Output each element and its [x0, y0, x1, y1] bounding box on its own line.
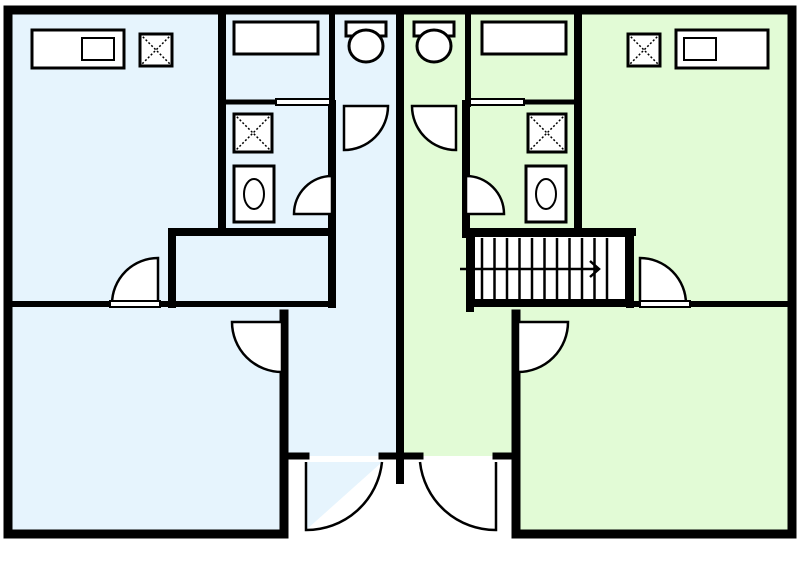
left-entry-door [306, 462, 382, 530]
right-sink-bowl [535, 178, 557, 210]
sink-bowl [243, 178, 265, 210]
right-hall-door [516, 320, 570, 374]
left-mid-threshold [109, 300, 161, 308]
counter-inner [81, 37, 115, 61]
fixtures [30, 20, 770, 224]
right-bath-door [464, 174, 506, 216]
right-wc-door [410, 104, 458, 152]
right-bath-shower-cross [527, 113, 567, 153]
left-hall-door [230, 320, 284, 374]
right-hall-fill [402, 304, 516, 456]
bath-shower-cross [233, 113, 273, 153]
staircase [460, 235, 627, 301]
left-closet-door [110, 256, 160, 306]
right-shower-icon [626, 32, 662, 68]
left-wc-threshold [275, 98, 331, 106]
shower-icon [138, 32, 174, 68]
right-toilet-icon [415, 28, 453, 64]
thresholds [109, 98, 691, 308]
toilet-icon [347, 28, 385, 64]
left-unit [10, 12, 398, 532]
doors [110, 104, 688, 532]
right-shower-cross [627, 33, 661, 67]
stair-arrowhead [589, 260, 601, 278]
left-hall-fill [282, 304, 398, 456]
left-bath-door [292, 174, 334, 216]
left-wc-door [342, 104, 390, 152]
left-entry-door-arc [304, 461, 384, 532]
right-mid-threshold [639, 300, 691, 308]
right-stair-door [638, 256, 688, 306]
bathtub-icon [232, 20, 320, 56]
right-wc-threshold [469, 98, 525, 106]
right-entry-door-arc [418, 461, 498, 532]
shower-cross [139, 33, 173, 67]
right-counter-inner [683, 37, 717, 61]
right-bathtub-icon [480, 20, 568, 56]
